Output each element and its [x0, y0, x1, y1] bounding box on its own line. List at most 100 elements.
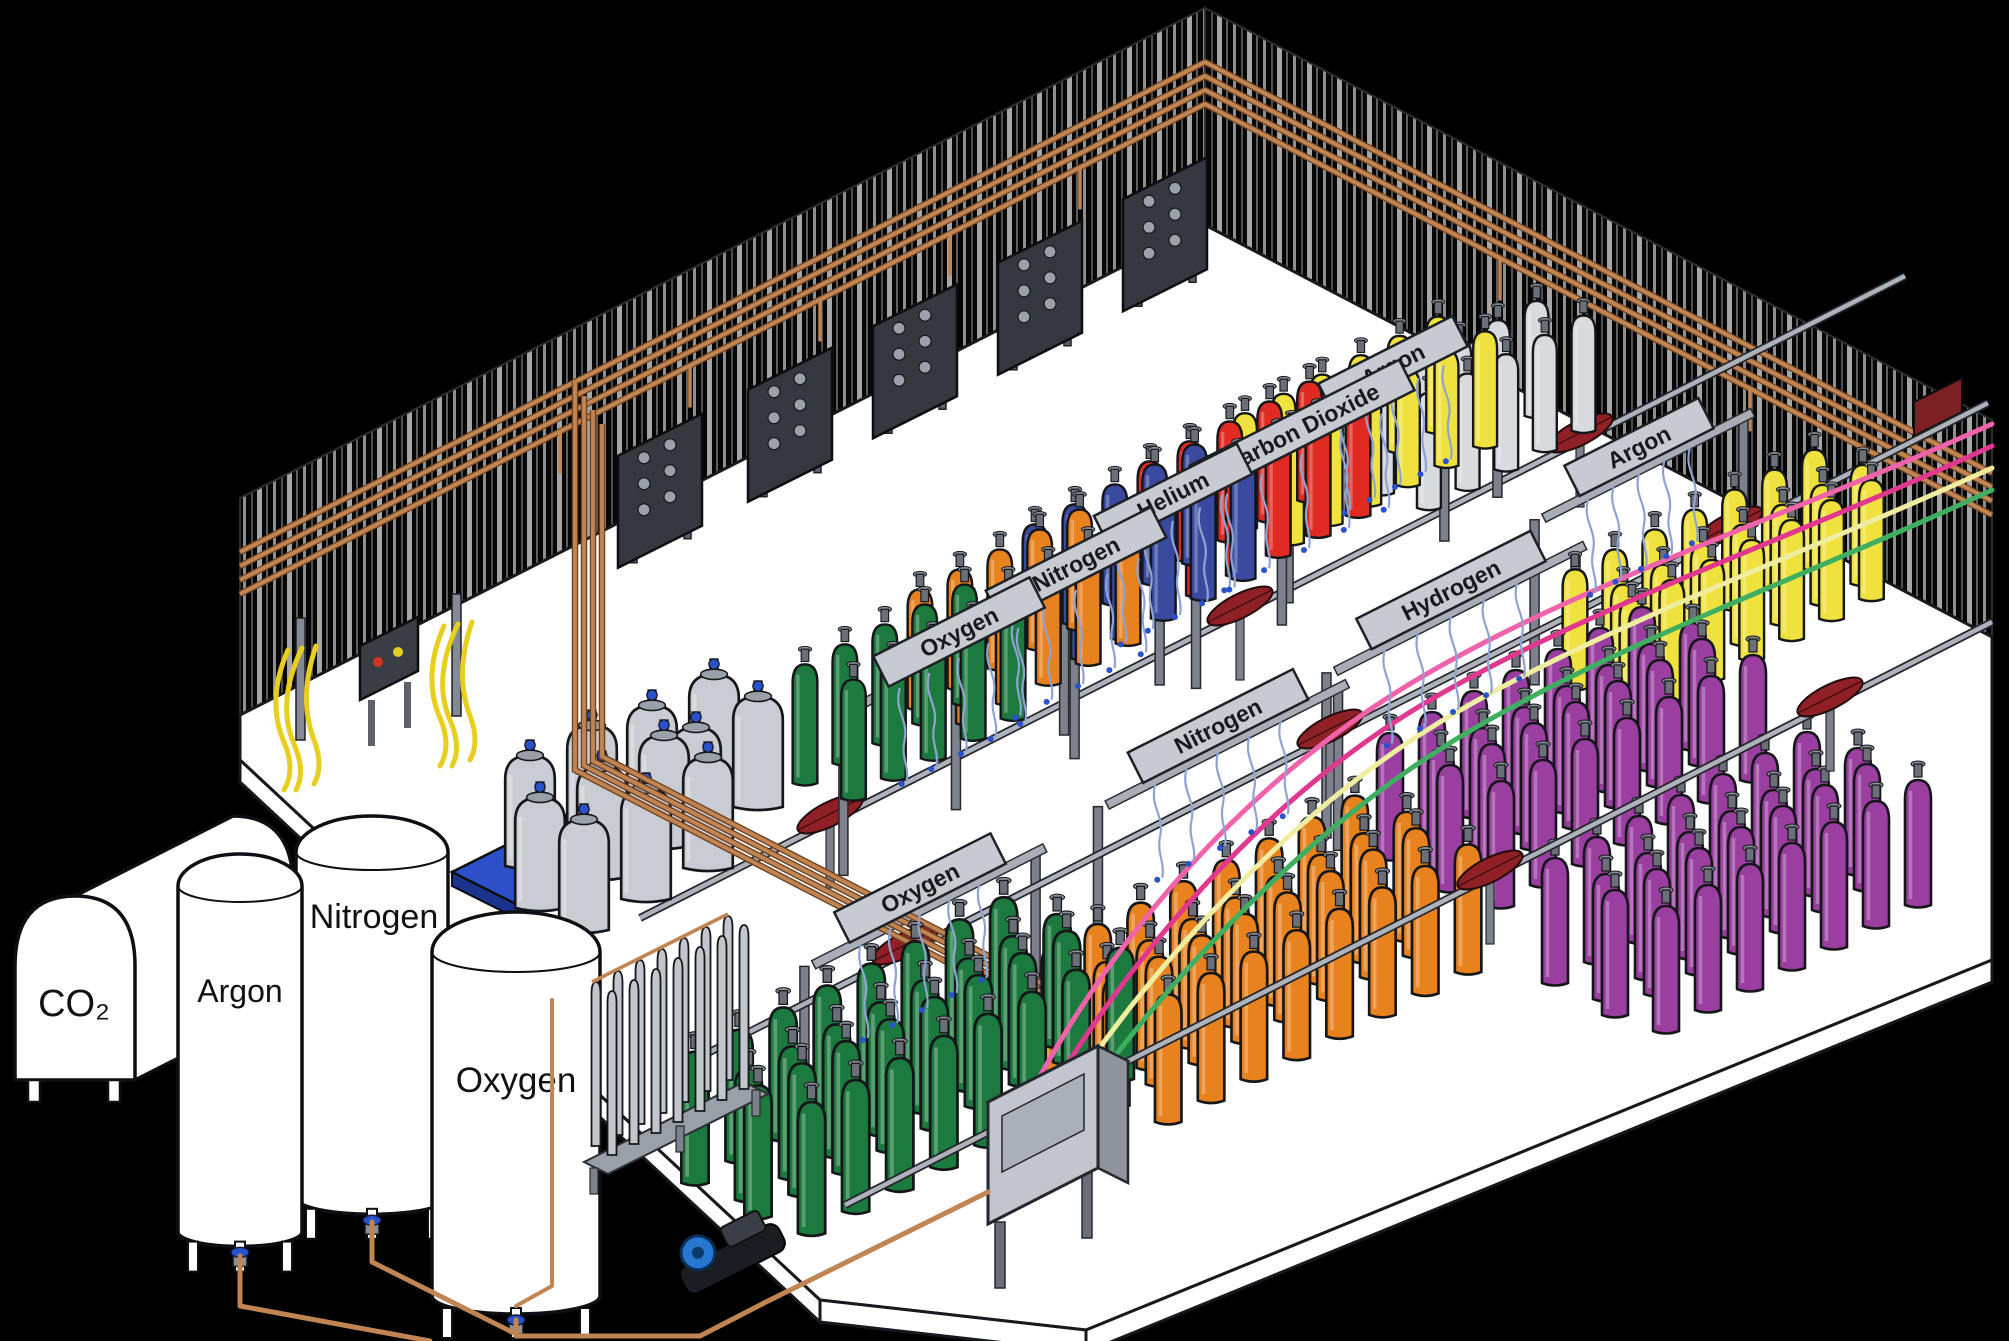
manifold-panel: [1121, 155, 1209, 314]
hose-station: [429, 593, 478, 769]
gas-cylinder: [1367, 866, 1398, 1020]
filling-hose: [1246, 735, 1259, 831]
regulator: [1442, 458, 1449, 465]
gas-tube: [606, 990, 618, 1156]
liquid-dewar: [515, 782, 565, 911]
regulator: [958, 751, 964, 757]
panel-port: [1168, 233, 1182, 247]
filling-hose: [1143, 534, 1155, 629]
pump-inlet: [691, 1246, 704, 1259]
gas-cylinder: [1857, 460, 1886, 603]
regulator: [1106, 667, 1113, 674]
argon-tank: Argon: [176, 852, 304, 1273]
rail-post: [1485, 881, 1495, 945]
filling-hose: [1259, 473, 1271, 569]
filling-hose: [887, 928, 900, 1024]
gas-cylinder: [1817, 480, 1846, 623]
copper-pipe: [513, 1189, 991, 1339]
filling-hose: [1015, 627, 1028, 723]
gas-tube: [672, 957, 684, 1123]
flex-hose-pink: [1035, 421, 1995, 1083]
banner-plate: [832, 831, 1008, 945]
gas-tube: [650, 968, 662, 1134]
hose-station: [273, 617, 322, 793]
hose-station-post: [295, 617, 306, 741]
liquid-dewar: [683, 742, 733, 871]
filling-hose: [1611, 485, 1623, 581]
copper-pipe: [582, 396, 1050, 1008]
tank-foot: [106, 1078, 122, 1104]
liquid-dewar: [559, 804, 609, 933]
console-leg: [404, 682, 411, 728]
cabinet-panel: [1001, 1072, 1085, 1174]
panel-port: [767, 437, 781, 451]
filling-hose: [1415, 377, 1428, 473]
regulator: [1380, 506, 1387, 513]
copper-pipe: [600, 424, 1068, 999]
filling-hose: [1636, 472, 1648, 568]
regulator: [1154, 876, 1161, 883]
vacuum-pump: [679, 1209, 786, 1295]
yellow-hose: [429, 623, 449, 769]
rail-post: [1235, 617, 1245, 681]
regulator: [948, 992, 955, 999]
tank-leg: [187, 1240, 199, 1273]
gas-tube: [716, 935, 728, 1101]
cabinet-leg: [1081, 1171, 1093, 1239]
gas-cylinder: [1196, 951, 1227, 1105]
gas-tube: [738, 924, 750, 1090]
regulator: [987, 736, 994, 743]
filling-hose: [1215, 751, 1227, 847]
filling-hose: [1152, 783, 1164, 878]
regulator: [1144, 627, 1151, 634]
panel-port: [1017, 258, 1031, 272]
tank-seam: [431, 951, 601, 973]
copper-pipe: [239, 101, 1993, 596]
filling-hose: [1136, 558, 1148, 653]
indicator-light: [373, 657, 383, 667]
filling-hose: [917, 913, 929, 1009]
regulator: [1043, 698, 1050, 705]
banner-plate: [1354, 529, 1548, 651]
copper-pipe: [237, 1253, 433, 1341]
filling-hose: [1514, 582, 1526, 677]
yellow-hose: [284, 645, 305, 793]
regulator: [1279, 813, 1286, 820]
gas-cylinder: [1651, 885, 1681, 1036]
tank-leg: [441, 1307, 453, 1339]
filling-hose: [1073, 589, 1085, 685]
filling-hose: [1224, 493, 1236, 588]
panel-port: [1142, 194, 1156, 208]
manifold-panel: [871, 282, 959, 441]
panel-port: [663, 464, 677, 478]
pump-motor: [719, 1209, 767, 1248]
panel-port: [767, 385, 781, 399]
nitrogen-tank-label: Nitrogen: [310, 898, 439, 936]
filling-hose: [858, 943, 870, 1039]
hose-station-post: [451, 593, 462, 717]
regulator: [1117, 641, 1124, 648]
gas-tube: [694, 946, 706, 1112]
panel-port: [767, 411, 781, 425]
yellow-hose: [273, 647, 293, 793]
regulator: [1075, 683, 1081, 689]
filling-hose: [976, 883, 989, 979]
gas-cylinder: [1735, 843, 1765, 994]
filling-hose: [1481, 599, 1493, 694]
regulator: [889, 1021, 896, 1028]
regulator: [978, 977, 985, 984]
gas-cylinder: [839, 659, 868, 803]
copper-pipe: [573, 382, 1041, 1012]
regulator: [1221, 587, 1228, 594]
regulator: [1587, 591, 1594, 598]
floor-edge: [1084, 957, 1994, 1341]
panel-port: [1043, 271, 1057, 285]
gas-cylinder: [790, 644, 820, 788]
regulator: [1199, 600, 1206, 607]
regulator: [1612, 578, 1619, 585]
yellow-hose: [460, 619, 478, 763]
panel-port: [793, 424, 807, 438]
panel-port: [1168, 207, 1182, 221]
regulator: [1185, 860, 1192, 867]
